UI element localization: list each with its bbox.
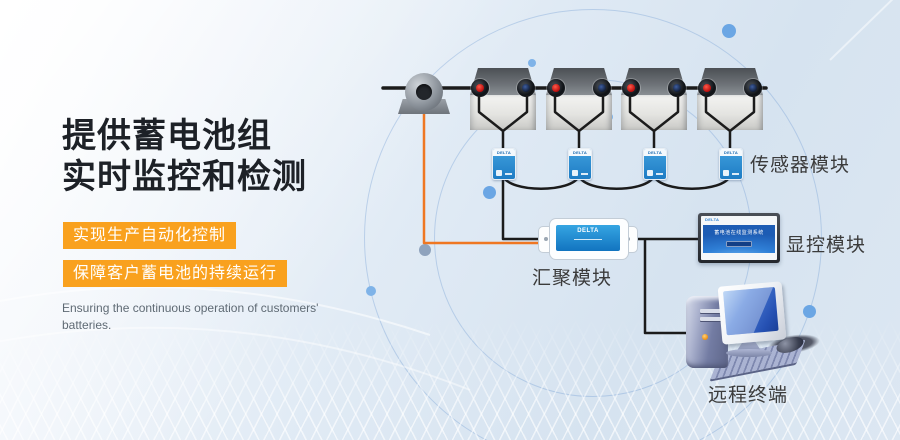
module-port [505,173,512,175]
battery-positive-terminal [547,79,565,97]
page-title: 提供蓄电池组 实时监控和检测 [62,116,307,198]
battery-positive-terminal [622,79,640,97]
decor-dot [483,186,496,199]
decor-dot [528,59,536,67]
module-port [732,173,739,175]
sensor-module-brand: DELTA [720,149,742,156]
display-control-module: DELTA 蓄电池在线监测系统 [698,213,780,263]
monitor-stand [736,341,762,352]
display-screen-button [726,241,752,247]
label-remote-terminal: 远程终端 [708,385,789,406]
sensor-module: DELTA [719,148,743,180]
decor-dot [722,24,736,38]
drive-slot [700,317,722,321]
qr-code-icon [647,170,653,176]
sensor-module-brand: DELTA [493,149,515,156]
label-display-module: 显控模块 [786,235,867,256]
display-screen-title: 蓄电池在线监测系统 [714,230,764,236]
sensor-hub-wire [501,176,540,241]
hub-body: DELTA [549,218,629,260]
monitor-screen [723,286,779,336]
battery-negative-terminal [668,79,686,97]
title-line-2: 实时监控和检测 [62,158,307,196]
battery-negative-terminal [593,79,611,97]
sensor-module: DELTA [568,148,592,180]
sensor-chain-wires [501,174,732,190]
monitor-base [726,349,772,357]
battery-sensor-wires [477,94,756,152]
qr-code-icon [723,170,729,176]
ct-orange-wire [422,106,540,245]
title-line-1: 提供蓄电池组 [62,117,272,155]
display-bezel: DELTA 蓄电池在线监测系统 [701,216,777,260]
battery-positive-terminal [471,79,489,97]
current-transformer-sensor [392,70,456,116]
drive-slot [700,309,722,313]
sensor-module-brand: DELTA [569,149,591,156]
module-port [581,173,588,175]
power-button [702,334,708,340]
qr-code-icon [572,170,578,176]
battery-positive-terminal [698,79,716,97]
qr-code-icon [496,170,502,176]
module-port [656,173,663,175]
display-brand: DELTA [705,217,720,222]
feature-badge-automation: 实现生产自动化控制 [63,222,237,249]
sensor-module: DELTA [492,148,516,180]
display-screen: 蓄电池在线监测系统 [703,225,775,253]
decor-circle-outer [364,9,822,440]
ct-ring [405,73,443,111]
decor-dot [366,286,376,296]
battery [470,68,536,130]
hub-brand-panel: DELTA [556,225,620,251]
monitor [717,281,787,345]
subtitle-english: Ensuring the continuous operation of cus… [62,301,319,332]
decor-dot [803,305,816,318]
hub-display-terminal-wires [636,237,700,335]
battery-negative-terminal [744,79,762,97]
feature-badge-continuity: 保障客户蓄电池的持续运行 [63,260,288,287]
battery-negative-terminal [517,79,535,97]
sensor-module-brand: DELTA [644,149,666,156]
label-aggregation-module: 汇聚模块 [532,268,613,289]
label-sensor-module: 传感器模块 [750,155,851,176]
aggregation-module: DELTA [538,218,638,260]
remote-terminal-computer [680,281,842,380]
decor-dot [419,244,431,256]
sensor-module: DELTA [643,148,667,180]
